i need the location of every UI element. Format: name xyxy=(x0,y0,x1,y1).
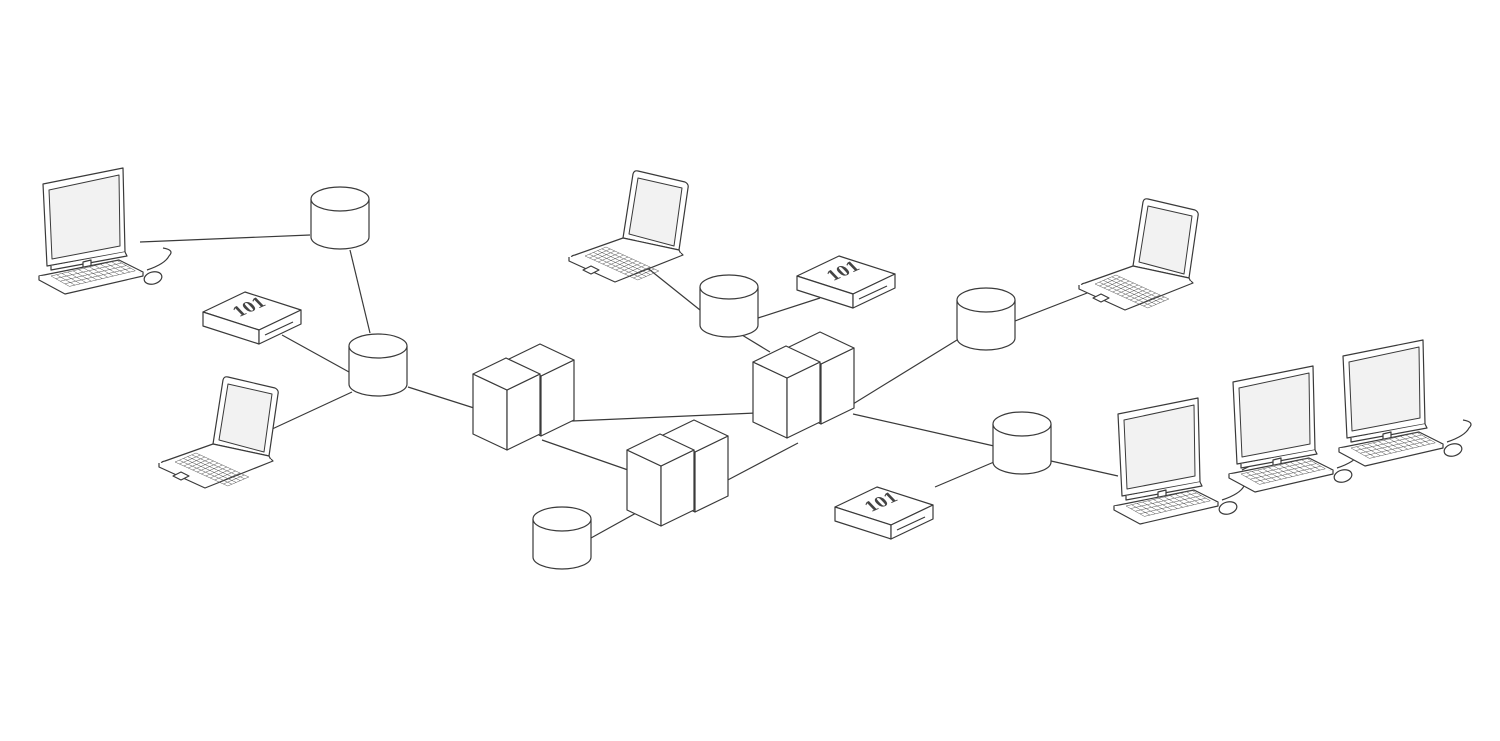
desktop-computer-desktop-1 xyxy=(38,167,172,295)
storage-device-device-2: 101 xyxy=(796,255,896,309)
link-server-1-server-3 xyxy=(571,412,757,422)
desktop-computer-desktop-4 xyxy=(1338,339,1472,467)
storage-device-device-3: 101 xyxy=(834,486,934,540)
server-rack-server-1 xyxy=(472,343,575,451)
link-server-1-server-2 xyxy=(541,439,629,471)
storage-device-device-1: 101 xyxy=(202,291,302,345)
link-hub-3-server-2 xyxy=(590,511,639,539)
link-hub-6-device-3 xyxy=(934,461,995,488)
server-rack-server-2 xyxy=(626,419,729,527)
link-hub-1-hub-2 xyxy=(349,249,371,334)
database-cylinder-hub-1 xyxy=(310,186,370,250)
link-hub-4-device-2 xyxy=(757,297,821,319)
link-server-3-hub-6 xyxy=(852,413,995,447)
database-cylinder-hub-4 xyxy=(699,274,759,338)
link-laptop-1-hub-2 xyxy=(269,391,353,431)
link-hub-5-laptop-3 xyxy=(1014,287,1101,322)
laptop-laptop-2 xyxy=(568,170,689,283)
link-device-1-hub-2 xyxy=(281,334,350,373)
laptop-laptop-3 xyxy=(1078,198,1199,311)
server-rack-server-3 xyxy=(752,331,855,439)
link-server-3-hub-5 xyxy=(852,339,958,405)
database-cylinder-hub-6 xyxy=(992,411,1052,475)
link-hub-2-server-1 xyxy=(407,386,475,409)
link-laptop-2-hub-4 xyxy=(639,261,701,311)
link-hub-6-desktop-2 xyxy=(1050,460,1119,477)
database-cylinder-hub-5 xyxy=(956,287,1016,351)
database-cylinder-hub-3 xyxy=(532,506,592,570)
nodes-layer: 101 101 101 xyxy=(38,167,1472,570)
laptop-laptop-1 xyxy=(158,376,279,489)
database-cylinder-hub-2 xyxy=(348,333,408,397)
link-server-2-server-3 xyxy=(723,442,799,483)
link-desktop-1-hub-1 xyxy=(139,234,311,243)
desktop-computer-desktop-3 xyxy=(1228,365,1362,493)
link-hub-4-server-3 xyxy=(741,334,771,353)
desktop-computer-desktop-2 xyxy=(1113,397,1247,525)
links-layer xyxy=(139,234,1369,539)
